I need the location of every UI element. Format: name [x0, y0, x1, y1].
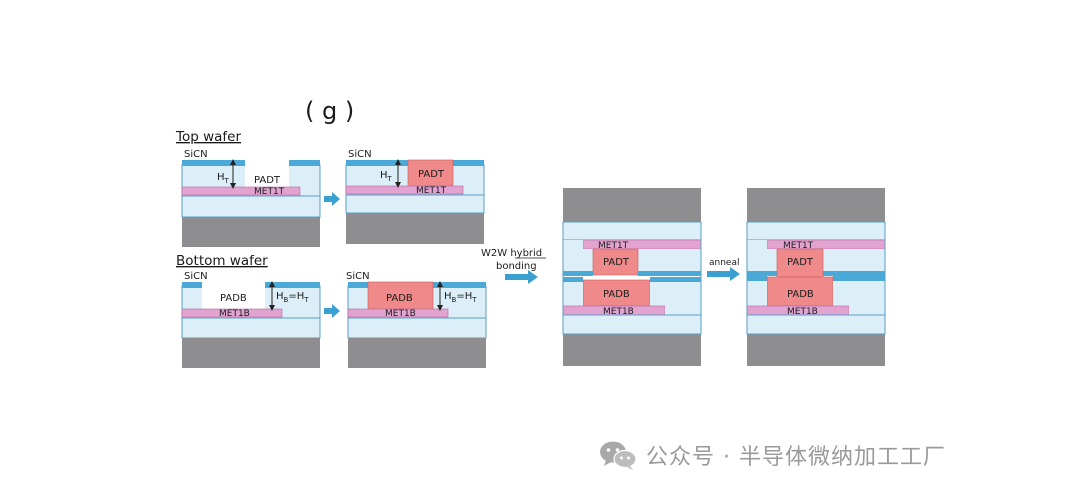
- bottom-step2-hb-eq-ht: HB=HT: [444, 291, 477, 304]
- top-step1-sicn-label: SiCN: [184, 149, 208, 160]
- wechat-icon: [600, 441, 637, 470]
- annealed-bottom-oxide-right: [833, 281, 885, 306]
- header-fragment: ( g ): [305, 97, 354, 125]
- watermark: 公众号 · 半导体微纳加工工厂: [598, 438, 946, 472]
- bottom-step2-substrate: [348, 338, 486, 368]
- bottom-step1-met1b-label: MET1B: [219, 309, 250, 319]
- bottom-step2-padb-label: PADB: [386, 293, 413, 304]
- anneal-arrow: [707, 267, 740, 281]
- bonded-void: [638, 276, 650, 280]
- bonded-padt: [592, 248, 639, 276]
- bonded-top-oxide-upper: [562, 221, 702, 241]
- bottom-step1-stack: [181, 281, 321, 368]
- top-step1-pad-opening: [245, 160, 289, 187]
- bottom-step1-substrate: [182, 338, 320, 368]
- annealed-bottom-oxide-lower: [746, 314, 886, 335]
- top-step1-met1t-label: MET1T: [254, 187, 285, 197]
- annealed-met1b-label: MET1B: [787, 307, 818, 317]
- bonded-bottom-oxide-mid: [665, 306, 701, 315]
- bonded-stack: [562, 188, 702, 366]
- annealed-padb: [766, 276, 834, 307]
- top-step1-met1t: [181, 186, 301, 196]
- bottom-step-arrow: [324, 304, 340, 318]
- annealed-sicn-bottom-left: [747, 276, 767, 281]
- annealed-padt-label: PADT: [787, 257, 814, 268]
- bottom-step2-sicn-right: [433, 282, 486, 288]
- bonded-padt-label: PADT: [603, 257, 630, 268]
- top-step2-met1t: [345, 185, 464, 195]
- bonded-bottom-oxide-lower: [562, 314, 702, 335]
- watermark-text: 公众号 · 半导体微纳加工工厂: [646, 445, 946, 470]
- bottom-step1-hb-eq-ht: HB=HT: [276, 291, 309, 304]
- bottom-step2-sicn-left: [348, 282, 368, 288]
- annealed-stack: [746, 188, 886, 366]
- top-step1-substrate: [182, 217, 320, 247]
- top-step2-met1t-label: MET1T: [416, 186, 447, 196]
- bonding-label-line1: W2W hybrid: [481, 248, 542, 259]
- top-step2-stack: [345, 159, 485, 244]
- bottom-step1-sicn-left: [182, 282, 202, 288]
- top-step2-sicn-label: SiCN: [348, 149, 372, 160]
- annealed-padb-label: PADB: [787, 289, 814, 300]
- annealed-sicn-bottom-right: [833, 276, 885, 281]
- bonded-sicn-top-right: [638, 271, 701, 276]
- bonded-met1t-label: MET1T: [598, 241, 629, 251]
- annealed-top-substrate: [747, 188, 885, 222]
- bottom-step1-met1b: [181, 308, 283, 318]
- bonded-bottom-oxide-left: [563, 282, 583, 306]
- top-step1-stack: [181, 159, 321, 247]
- top-step1-ht: HT: [217, 172, 230, 185]
- top-step1-sicn-left: [182, 160, 245, 166]
- bonded-top-oxide-left: [563, 240, 583, 249]
- bonded-top-substrate: [563, 188, 701, 222]
- bottom-wafer-title: Bottom wafer: [176, 253, 268, 269]
- bonded-outline: [562, 221, 702, 335]
- annealed-sicn-top-left: [747, 271, 777, 276]
- bonded-sicn-top-left: [563, 271, 593, 276]
- top-step1-padt: PADT: [254, 175, 281, 186]
- annealed-sicn-top-right: [823, 271, 885, 276]
- annealed-bottom-oxide-mid: [849, 306, 885, 315]
- bottom-step2-sicn-label: SiCN: [346, 271, 370, 282]
- bottom-step2-met1b: [347, 308, 449, 318]
- bottom-step1-sicn-label: SiCN: [184, 271, 208, 282]
- top-step-arrow: [324, 192, 340, 206]
- bonded-sicn-bottom-right: [650, 277, 701, 282]
- top-step2-sicn-right: [453, 160, 484, 166]
- bottom-step2-stack: [347, 281, 487, 368]
- bonding-arrow: [505, 270, 538, 284]
- bottom-step2-padb: [367, 281, 434, 310]
- annealed-top-oxide-upper: [746, 221, 886, 241]
- top-step1-sicn-right: [289, 160, 320, 166]
- top-step2-padt-label: PADT: [418, 169, 445, 180]
- annealed-met1t-label: MET1T: [783, 241, 814, 251]
- annealed-bottom-substrate: [747, 334, 885, 366]
- bonded-met1b-label: MET1B: [603, 307, 634, 317]
- bonded-bottom-substrate: [563, 334, 701, 366]
- annealed-outline: [746, 221, 886, 335]
- bonded-bottom-oxide-right: [650, 282, 701, 306]
- bonded-sicn-bottom-left: [563, 277, 583, 282]
- top-wafer-title: Top wafer: [175, 129, 241, 145]
- anneal-label: anneal: [709, 258, 739, 268]
- top-step2-sicn-left: [346, 160, 408, 166]
- bottom-step1-sicn-right: [265, 282, 320, 288]
- bottom-step1-padb: PADB: [220, 293, 247, 304]
- annealed-padt: [776, 248, 824, 278]
- top-step2-substrate: [346, 213, 484, 244]
- top-step2-ht: HT: [380, 170, 393, 183]
- bottom-step2-met1b-label: MET1B: [385, 309, 416, 319]
- bonded-padb-label: PADB: [603, 289, 630, 300]
- bonding-label-line2: bonding: [496, 261, 537, 272]
- bottom-step1-pad-opening: [202, 282, 265, 309]
- annealed-bottom-oxide-left: [747, 281, 767, 306]
- annealed-top-oxide-left: [747, 240, 767, 249]
